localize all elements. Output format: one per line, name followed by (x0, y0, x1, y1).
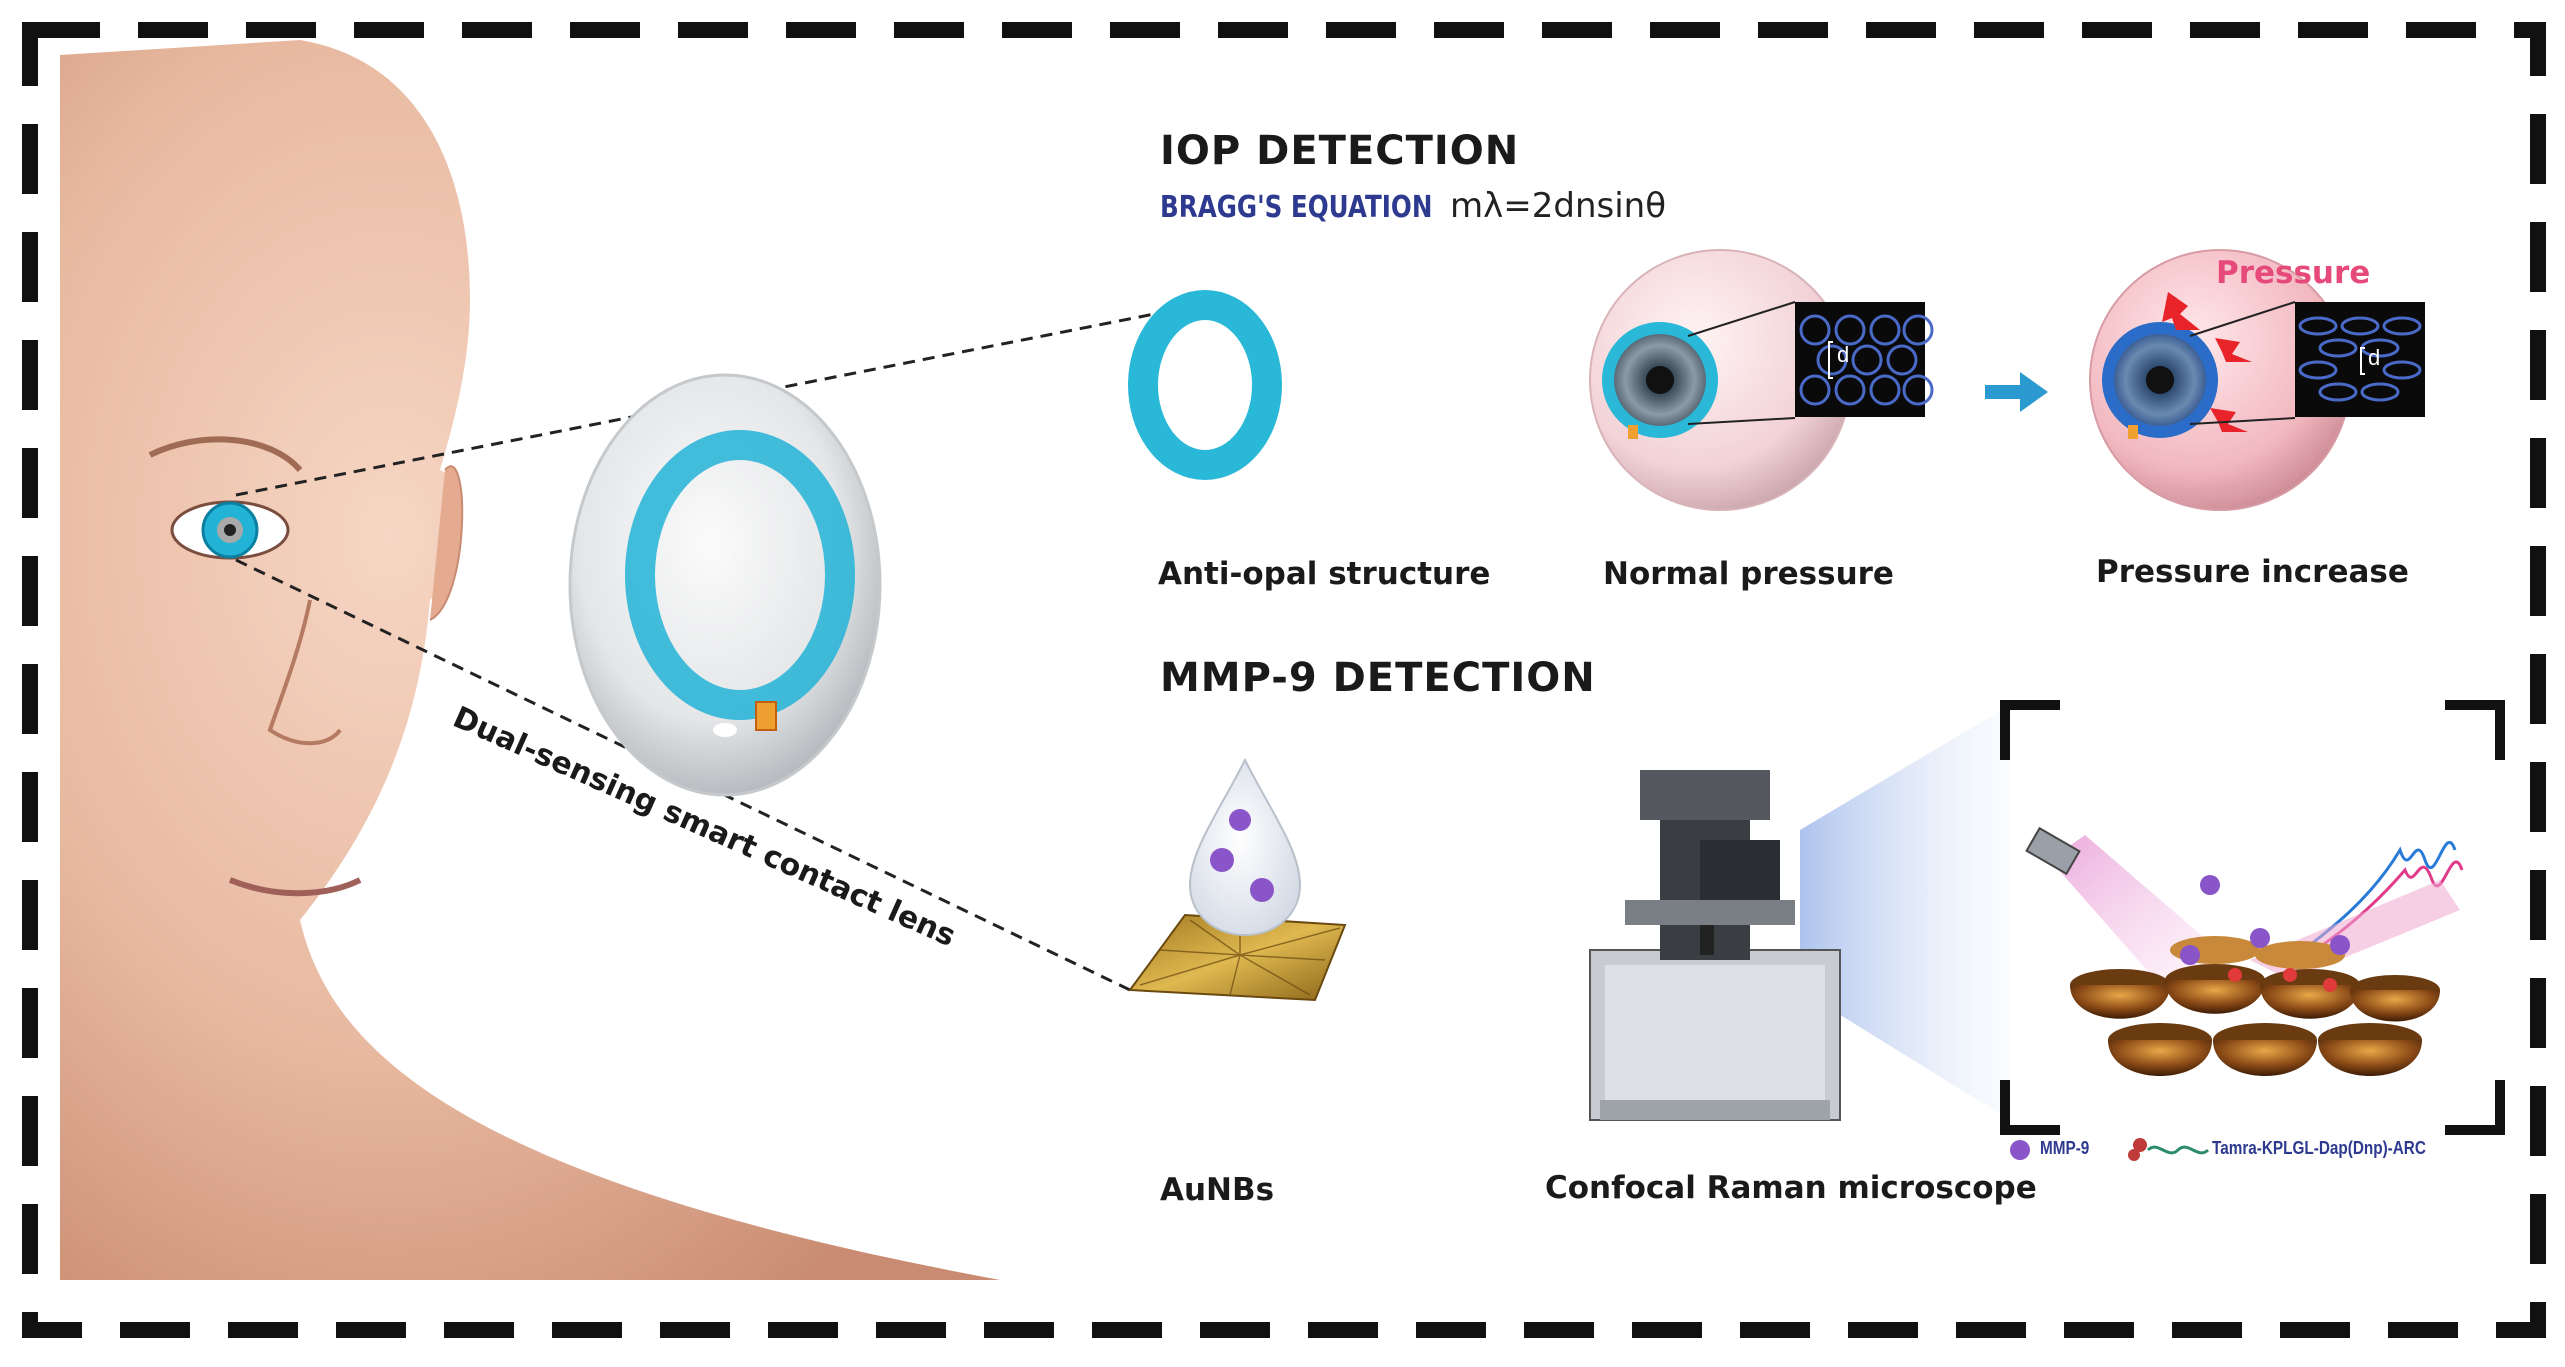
dashed-frame (22, 22, 2546, 1338)
pressure-word: Pressure (2216, 255, 2371, 291)
droplet-icon (1188, 757, 1302, 937)
lens-sensor-chip (755, 701, 777, 731)
detection-inset-frame (2000, 700, 2505, 1135)
human-head (60, 40, 1000, 1280)
normal-pressure-eye (1589, 249, 1934, 511)
raman-spectrum (2289, 840, 2457, 962)
legend-mmp9-marker (2010, 1140, 2030, 1160)
transition-arrow-icon (1985, 372, 2048, 412)
normal-spacing-symbol: d (1837, 342, 1850, 367)
raman-beam (1800, 705, 2010, 1120)
legend-mmp9-text: MMP-9 (2040, 1138, 2090, 1158)
bragg-equation-label: BRAGG'S EQUATION (1160, 190, 1433, 225)
bragg-equation: mλ=2dnsinθ (1450, 186, 1667, 226)
aunbs-label: AuNBs (1160, 1172, 1275, 1208)
increased-pressure-eye (2089, 249, 2425, 511)
anti-opal-ring (1128, 290, 1282, 480)
pressure-arrows-icon (2162, 292, 2252, 432)
iop-section-title: IOP DETECTION (1160, 128, 1520, 174)
raman-microscope (1589, 770, 1841, 1121)
nanobowl-array (2070, 875, 2440, 1076)
legend-peptide-marker (2128, 1138, 2210, 1161)
compressed-spacing-symbol: d (2368, 345, 2381, 370)
normal-pressure-label: Normal pressure (1603, 556, 1894, 592)
legend-peptide-text: Tamra-KPLGL-Dap(Dnp)-ARC (2212, 1138, 2426, 1158)
anti-opal-label: Anti-opal structure (1158, 556, 1491, 592)
aunbs-substrate (1128, 757, 1347, 1002)
smart-contact-lens (568, 373, 882, 797)
mmp9-section-title: MMP-9 DETECTION (1160, 655, 1596, 701)
pressure-increase-label: Pressure increase (2096, 554, 2409, 590)
microscope-label: Confocal Raman microscope (1545, 1170, 2037, 1206)
